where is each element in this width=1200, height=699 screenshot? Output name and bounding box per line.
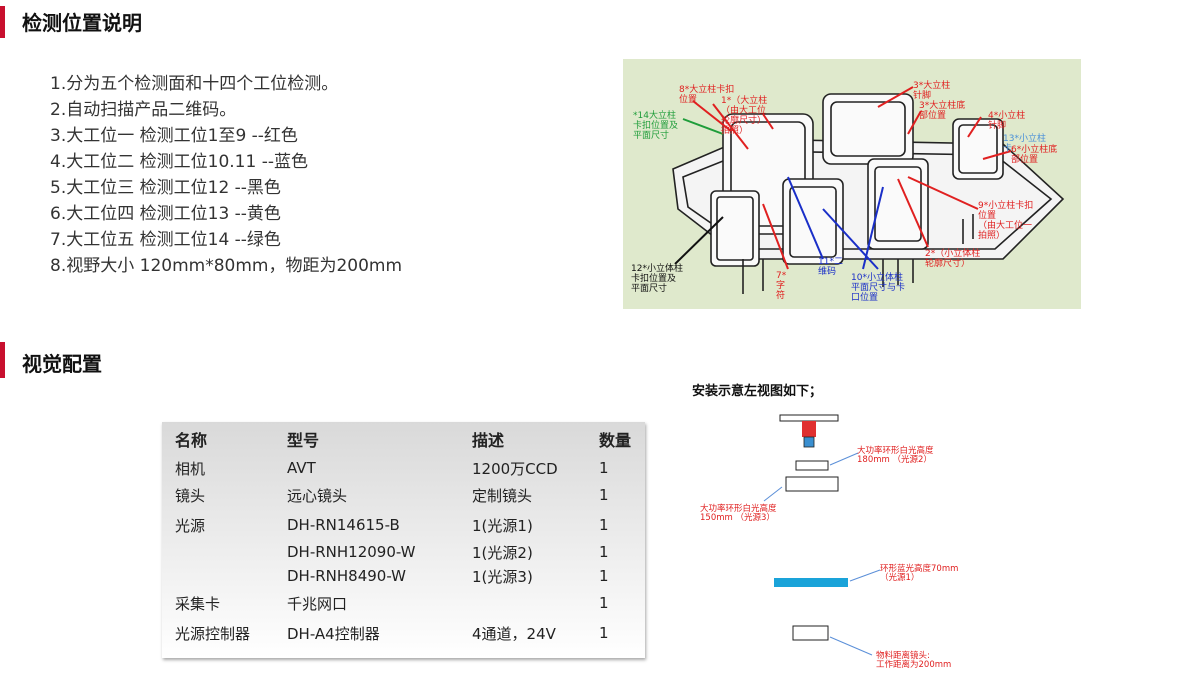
cell-model: DH-RN14615-B xyxy=(287,516,400,534)
cell-qty: 1 xyxy=(599,567,609,585)
table-row: 镜头 远心镜头 定制镜头 1 xyxy=(162,480,645,510)
config-table: 名称 型号 描述 数量 相机 AVT 1200万CCD 1 镜头 远心镜头 定制镜头 1 光源 D… xyxy=(162,422,645,658)
photo-label-13: 13*小立柱卡 xyxy=(1003,134,1046,154)
cell-desc: 1(光源3) xyxy=(472,567,533,586)
cell-desc: 定制镜头 xyxy=(472,486,533,505)
light2-ring xyxy=(795,460,829,471)
table-row: DH-RNH8490-W 1(光源3) 1 xyxy=(162,564,645,588)
cell-name: 光源控制器 xyxy=(175,624,251,643)
section-title-vision: 视觉配置 xyxy=(22,352,102,376)
table-header-model: 型号 xyxy=(287,431,320,450)
diagram-label-object: 物料距离镜头:工作距离为200mm xyxy=(876,651,952,670)
connector-illustration xyxy=(672,86,1065,294)
photo-label-1: 1*（大立柱（由大工位轮廓尺寸）拍照） xyxy=(721,96,768,136)
cell-model: DH-RNH8490-W xyxy=(287,567,406,585)
cell-qty: 1 xyxy=(599,486,609,504)
cell-qty: 1 xyxy=(599,516,609,534)
photo-label-3b: 3*大立柱底部位置 xyxy=(919,101,966,121)
detect-item: 3.大工位一 检测工位1至9 --红色 xyxy=(50,126,298,146)
detect-item: 5.大工位三 检测工位12 --黑色 xyxy=(50,178,281,198)
table-row: 光源控制器 DH-A4控制器 4通道，24V 1 xyxy=(162,618,645,648)
cell-name xyxy=(162,564,287,588)
diagram-title: 安装示意左视图如下； xyxy=(692,384,823,399)
table-header-qty: 数量 xyxy=(599,431,632,450)
cell-desc: 1(光源1) xyxy=(472,516,533,535)
cell-desc: 4通道，24V xyxy=(472,624,556,643)
photo-label-8: 8*大立柱卡扣位置 xyxy=(679,85,735,105)
cell-model: AVT xyxy=(287,459,316,477)
detect-list: 1.分为五个检测面和十四个工位检测。 2.自动扫描产品二维码。 3.大工位一 检测工… xyxy=(50,71,402,279)
table-header-row: 名称 型号 描述 数量 xyxy=(162,422,645,456)
install-diagram xyxy=(763,414,881,656)
cell-name: 镜头 xyxy=(175,486,206,505)
cell-desc: 1(光源2) xyxy=(472,543,533,562)
product-photo: 8*大立柱卡扣位置 1*（大立柱（由大工位轮廓尺寸）拍照） *14大立柱卡扣位置… xyxy=(623,59,1081,309)
cell-desc xyxy=(472,588,599,618)
cell-model: 千兆网口 xyxy=(287,594,348,613)
photo-label-2: 2*（小立体柱轮廓尺寸） xyxy=(925,249,981,269)
photo-label-4: 4*小立柱针脚 xyxy=(988,111,1026,131)
detect-item: 1.分为五个检测面和十四个工位检测。 xyxy=(50,74,339,94)
photo-label-7: 7*字符 xyxy=(776,271,787,301)
photo-label-10: 10*小立体柱平面尺寸与卡口位置 xyxy=(851,273,906,303)
cell-qty: 1 xyxy=(599,594,609,612)
camera-mount xyxy=(779,414,839,422)
cell-name: 光源 xyxy=(175,516,206,535)
light3-ring xyxy=(785,476,839,492)
detect-item: 8.视野大小 120mm*80mm，物距为200mm xyxy=(50,256,403,276)
table-row: 采集卡 千兆网口 1 xyxy=(162,588,645,618)
cell-qty: 1 xyxy=(599,543,609,561)
photo-label-12: 12*小立体柱卡扣位置及平面尺寸 xyxy=(631,264,683,294)
table-row: DH-RNH12090-W 1(光源2) 1 xyxy=(162,540,645,564)
photo-label-6: 6*小立柱底部位置 xyxy=(1011,145,1058,165)
table-row: 光源 DH-RN14615-B 1(光源1) 1 xyxy=(162,510,645,540)
lens xyxy=(803,436,815,448)
cell-model: 远心镜头 xyxy=(287,486,348,505)
detect-item: 7.大工位五 检测工位14 --绿色 xyxy=(50,230,281,250)
cell-name: 相机 xyxy=(175,459,206,478)
camera-body xyxy=(802,421,816,437)
light1-ring xyxy=(774,578,848,587)
table-header-desc: 描述 xyxy=(472,431,505,450)
detect-item: 2.自动扫描产品二维码。 xyxy=(50,100,237,120)
table-header-name: 名称 xyxy=(175,431,208,450)
cell-desc: 1200万CCD xyxy=(472,459,558,478)
cell-qty: 1 xyxy=(599,624,609,642)
section-accent-bar xyxy=(0,342,5,378)
object-box xyxy=(792,625,829,641)
diagram-label-light1: 环形蓝光高度70mm（光源1） xyxy=(880,564,959,583)
photo-label-9: 9*小立柱卡扣位置（由大工位一拍照） xyxy=(978,201,1034,241)
cell-model: DH-A4控制器 xyxy=(287,624,380,643)
table-row: 相机 AVT 1200万CCD 1 xyxy=(162,456,645,480)
cell-name: 采集卡 xyxy=(175,594,221,613)
detect-item: 4.大工位二 检测工位10.11 --蓝色 xyxy=(50,152,308,172)
section-title-detect: 检测位置说明 xyxy=(22,11,142,35)
section-accent-bar xyxy=(0,6,5,38)
photo-label-14: *14大立柱卡扣位置及平面尺寸 xyxy=(633,111,679,141)
cell-model: DH-RNH12090-W xyxy=(287,543,416,561)
cell-name xyxy=(162,540,287,564)
detect-item: 6.大工位四 检测工位13 --黄色 xyxy=(50,204,281,224)
photo-label-11: 11*二维码 xyxy=(818,257,843,277)
cell-qty: 1 xyxy=(599,459,609,477)
photo-label-3a: 3*大立柱针脚 xyxy=(913,81,951,101)
